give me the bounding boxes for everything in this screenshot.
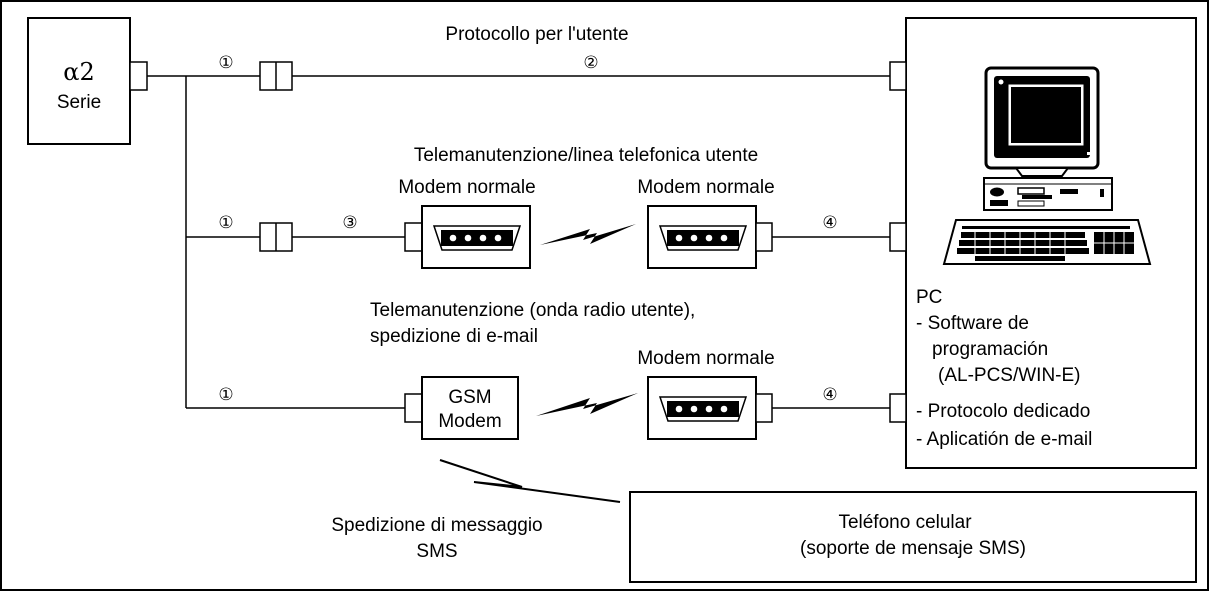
pc-feature-line: - Software de (916, 313, 1029, 334)
phone-line-title: Telemanutenzione/linea telefonica utente (414, 145, 758, 166)
pc-port (889, 222, 907, 252)
cable-marker-4: ④ (822, 385, 837, 404)
mobile-phone-title: Teléfono celular (838, 512, 972, 533)
cable-marker-4: ④ (822, 213, 837, 232)
gsm-label: GSM (448, 387, 491, 408)
alpha2-series-label: Serie (57, 92, 101, 113)
sms-label-line2: SMS (416, 541, 457, 562)
pc-title: PC (916, 287, 942, 308)
wiring (147, 75, 890, 409)
gsm-modem-label: Modem (438, 411, 501, 432)
wireless-link-icon (540, 224, 636, 245)
modem-left-label: Modem normale (398, 177, 535, 198)
mobile-phone-subtitle: (soporte de mensaje SMS) (800, 538, 1026, 559)
computer-icon (942, 66, 1152, 265)
cable-connector (259, 222, 293, 252)
modem-right-label: Modem normale (637, 177, 774, 198)
wireless-link-icon (536, 393, 638, 416)
alpha2-port (129, 61, 148, 91)
modem-radio-right (647, 376, 773, 440)
modem-right-label: Modem normale (637, 348, 774, 369)
modem-left (404, 205, 531, 269)
cable-marker-1: ① (218, 213, 233, 232)
radio-link-subtitle: spedizione di e-mail (370, 326, 538, 347)
pc-port (889, 393, 907, 423)
cable-marker-1: ① (218, 385, 233, 404)
alpha2-unit: α2 Serie (27, 17, 148, 145)
gsm-modem: GSM Modem (404, 376, 519, 440)
alpha2-label: α2 (63, 58, 94, 86)
cable-marker-3: ③ (342, 213, 357, 232)
cable-connector (259, 61, 293, 91)
cable-marker-2: ② (583, 53, 598, 72)
cable-marker-1: ① (218, 53, 233, 72)
user-protocol-label: Protocollo per l'utente (445, 24, 628, 45)
modem-right (647, 205, 773, 269)
pc-feature-line: (AL-PCS/WIN-E) (938, 365, 1081, 386)
pc-port (889, 61, 907, 91)
pc-feature-line: - Protocolo dedicado (916, 401, 1090, 422)
pc-feature-line: programación (932, 339, 1048, 360)
mobile-phone-box: Teléfono celular (soporte de mensaje SMS… (629, 491, 1197, 583)
pc-feature-line: - Aplicatión de e-mail (916, 429, 1092, 450)
radio-link-title: Telemanutenzione (onda radio utente), (370, 300, 695, 321)
sms-label: Spedizione di messaggio (331, 515, 542, 536)
sms-link-icon (439, 459, 621, 503)
